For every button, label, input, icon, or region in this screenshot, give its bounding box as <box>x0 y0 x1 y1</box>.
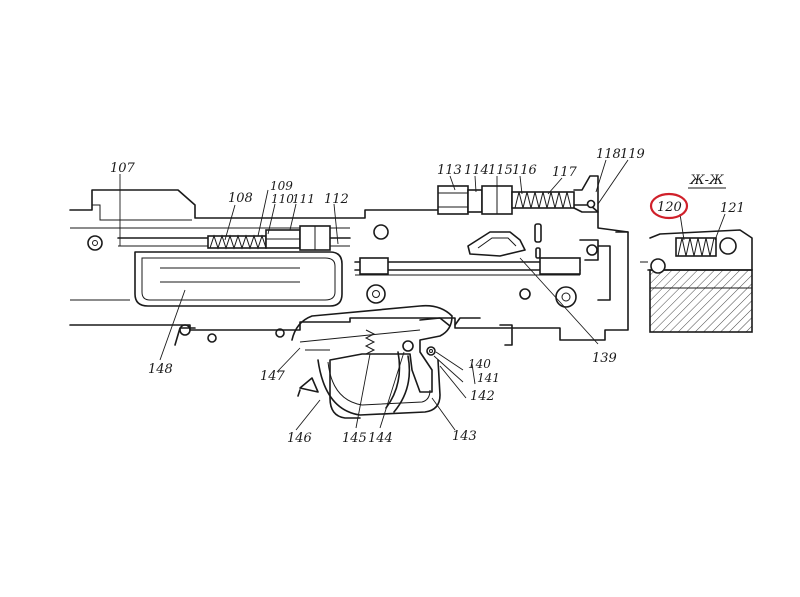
recoil-spring <box>207 234 267 250</box>
label-147: 147 <box>260 369 286 384</box>
label-109: 109 <box>270 179 293 193</box>
label-145: 145 <box>342 431 367 446</box>
label-120: 120 <box>657 200 682 215</box>
label-111: 111 <box>292 192 315 206</box>
label-143: 143 <box>452 429 477 444</box>
top-spring-mechanism <box>437 175 599 215</box>
spring-guide-block <box>265 225 331 251</box>
label-108: 108 <box>228 191 253 206</box>
label-119: 119 <box>620 147 645 162</box>
label-118: 118 <box>596 147 621 162</box>
label-140: 140 <box>468 357 491 371</box>
label-114: 114 <box>464 163 489 178</box>
label-142: 142 <box>470 389 495 404</box>
label-110: 110 <box>271 192 294 206</box>
part-labels: 107 108 109 110 111 112 113 114 115 116 … <box>110 147 745 446</box>
label-148: 148 <box>148 362 173 377</box>
label-115: 115 <box>488 163 513 178</box>
label-121: 121 <box>720 201 745 216</box>
leader-lines <box>119 159 726 431</box>
label-117: 117 <box>552 165 578 180</box>
section-view <box>615 229 753 333</box>
rear-receiver-section <box>354 223 611 346</box>
label-116: 116 <box>512 163 537 178</box>
label-146: 146 <box>287 431 312 446</box>
trigger-group <box>291 304 453 419</box>
label-112: 112 <box>324 192 349 207</box>
section-label: Ж-Ж <box>689 173 724 188</box>
label-107: 107 <box>110 161 136 176</box>
label-113: 113 <box>437 163 462 178</box>
label-144: 144 <box>368 431 393 446</box>
label-139: 139 <box>592 351 617 366</box>
highlight-circle-120 <box>649 192 689 220</box>
label-141: 141 <box>477 371 500 385</box>
